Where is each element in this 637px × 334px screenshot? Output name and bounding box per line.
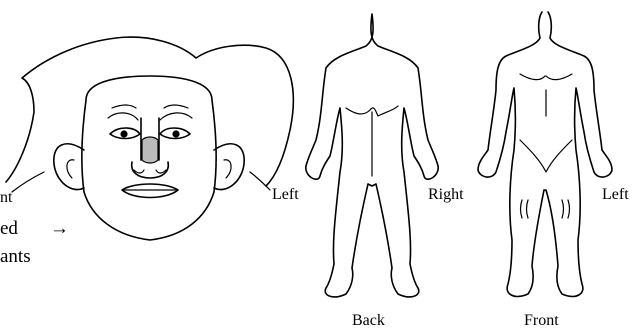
nostrils [134,170,166,173]
front-figure-chest [520,74,572,80]
nose-tip [132,162,169,178]
head-label-left-fragment: nt [0,190,12,206]
left-pupil [120,130,127,137]
mouth [122,184,178,198]
back-figure [306,14,438,297]
front-figure [478,12,612,296]
right-eyebrow [160,113,192,120]
front-figure-pelvis [520,140,572,172]
left-ear-inner [67,160,74,178]
right-ear-inner [224,160,231,178]
front-left-label: Left [602,187,629,203]
left-ear [54,144,84,190]
head-label-bottom-fragment: ants [0,247,31,266]
back-right-label: Right [428,187,464,203]
hair-outline [6,37,293,186]
left-eyebrow [108,113,138,120]
front-figure-knees [521,200,570,218]
head-illustration [6,37,293,240]
hair-inner-right [250,172,270,190]
back-left-label: Left [272,187,299,203]
head-label-mid-fragment: ed [0,219,18,238]
right-ear [214,144,244,190]
hair-inner-left [12,172,44,192]
front-figure-outline [478,12,612,296]
arrow-icon: → [50,219,69,238]
back-caption: Back [352,313,385,329]
nose-shading [142,137,158,163]
brow-lines [112,105,188,108]
front-caption: Front [524,313,559,329]
right-pupil [172,130,179,137]
